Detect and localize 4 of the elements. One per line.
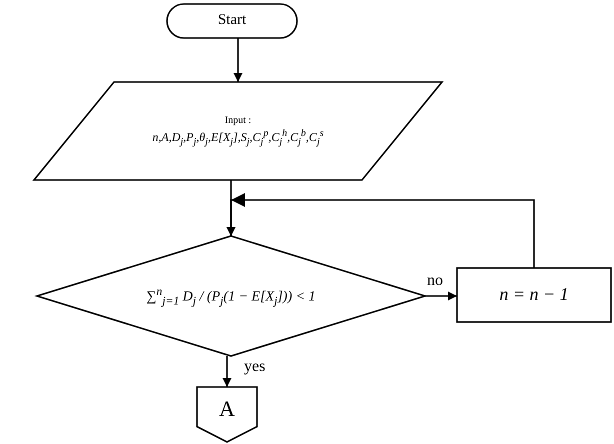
flow-arrow xyxy=(425,292,457,300)
flow-arrow xyxy=(234,38,242,82)
flow-arrow xyxy=(222,356,232,387)
flow-arrow xyxy=(226,193,535,268)
